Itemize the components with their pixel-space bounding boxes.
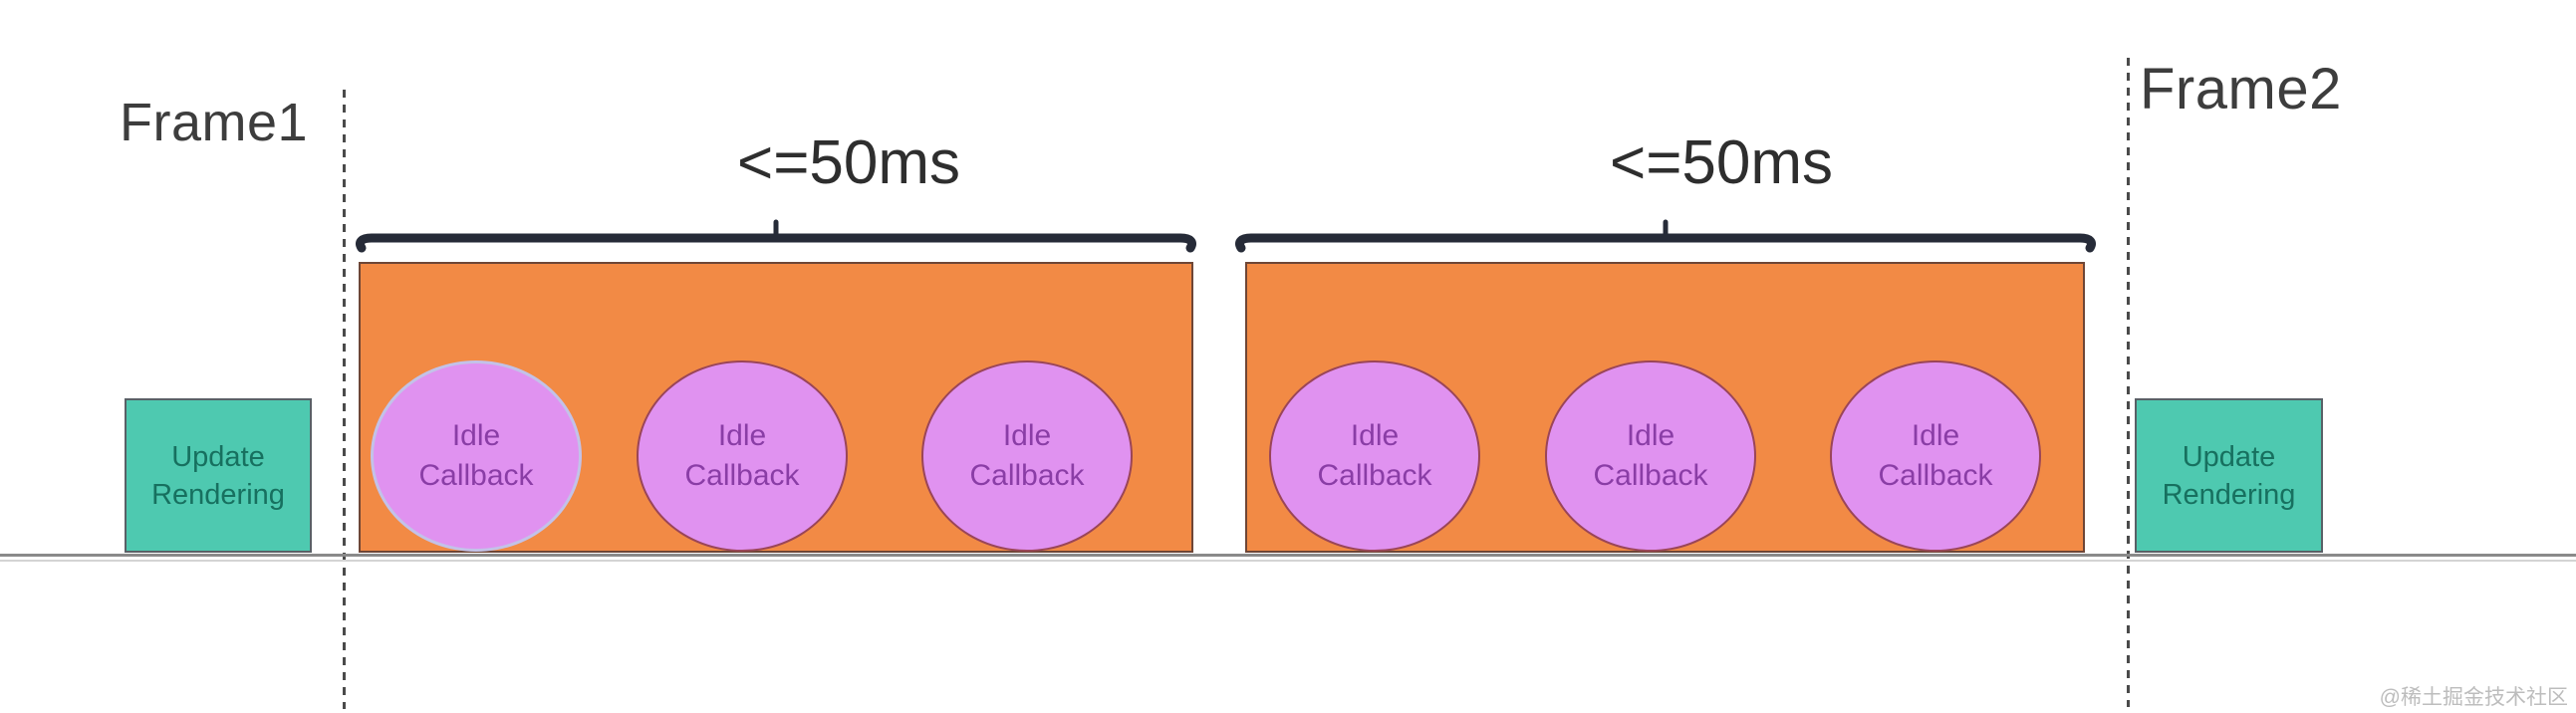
idle-callback-ellipse: Idle Callback bbox=[1269, 360, 1480, 552]
idle-callback-ellipse: Idle Callback bbox=[637, 360, 848, 552]
idle-callback-label-line1: Idle bbox=[1626, 419, 1675, 452]
frame-boundary-line-1 bbox=[343, 90, 346, 709]
frame2-label: Frame2 bbox=[2140, 57, 2342, 121]
frame1-label: Frame1 bbox=[120, 93, 309, 152]
idle-callback-label-line1: Idle bbox=[717, 419, 767, 452]
update-rendering-box-2: Update Rendering bbox=[2135, 398, 2323, 553]
update-rendering-label-line2: Rendering bbox=[151, 478, 285, 511]
idle-callback-ellipse: Idle Callback bbox=[1545, 360, 1756, 552]
duration-label-1: <=50ms bbox=[736, 128, 961, 197]
timeline-baseline bbox=[0, 554, 2576, 557]
idle-callback-label-line1: Idle bbox=[1350, 419, 1400, 452]
watermark: @稀土掘金技术社区 bbox=[2379, 686, 2568, 709]
idle-callback-label-line2: Callback bbox=[1593, 459, 1708, 492]
update-rendering-label-line1: Update bbox=[171, 440, 265, 473]
update-rendering-label-line2: Rendering bbox=[2162, 478, 2296, 511]
idle-callback-ellipse: Idle Callback bbox=[1830, 360, 2041, 552]
idle-callback-label-line2: Callback bbox=[1878, 459, 1993, 492]
duration-brace-1 bbox=[356, 219, 1196, 253]
frame-boundary-line-2 bbox=[2127, 58, 2130, 707]
update-rendering-box-1: Update Rendering bbox=[125, 398, 312, 553]
idle-callback-label-line2: Callback bbox=[969, 459, 1085, 492]
idle-callback-label-line1: Idle bbox=[1002, 419, 1052, 452]
idle-callback-ellipse: Idle Callback bbox=[371, 360, 582, 552]
idle-callback-label-line1: Idle bbox=[451, 419, 501, 452]
idle-callback-label-line2: Callback bbox=[684, 459, 800, 492]
idle-callback-label-line1: Idle bbox=[1911, 419, 1960, 452]
idle-callback-label-line2: Callback bbox=[418, 459, 534, 492]
duration-brace-2 bbox=[1235, 219, 2096, 253]
update-rendering-label-line1: Update bbox=[2182, 440, 2276, 473]
idle-callback-label-line2: Callback bbox=[1317, 459, 1432, 492]
duration-label-2: <=50ms bbox=[1609, 128, 1834, 197]
idle-callback-ellipse: Idle Callback bbox=[921, 360, 1133, 552]
timeline-baseline-shadow bbox=[0, 560, 2576, 562]
